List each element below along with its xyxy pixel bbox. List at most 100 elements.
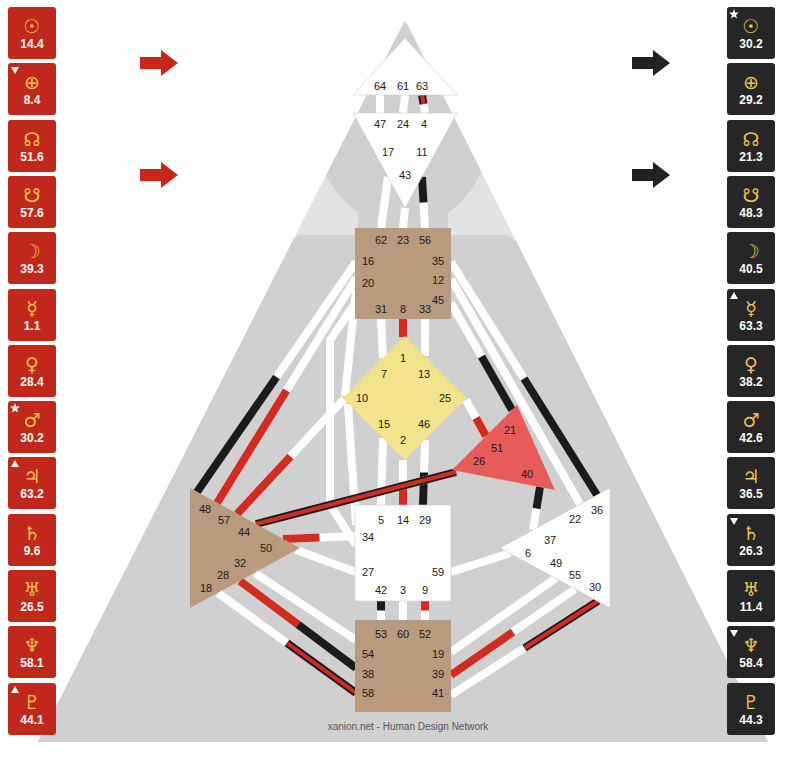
channel-connector (403, 95, 405, 113)
planet-glyph: ☋ (743, 184, 760, 206)
gate-number: 38 (362, 668, 374, 680)
planet-value: 36.5 (739, 487, 762, 502)
center-box: 646163 (353, 38, 457, 95)
gate-number: 23 (397, 234, 409, 246)
channel-connector (218, 593, 356, 693)
gate-number: 6 (525, 547, 531, 559)
channel-line (237, 399, 344, 514)
planet-box: ☽40.5 (727, 232, 775, 284)
planet-box: ♇44.3 (727, 683, 775, 735)
channel-activation (399, 319, 407, 337)
planet-value: 51.6 (20, 150, 43, 165)
planet-box: ♄26.3 (727, 514, 775, 566)
planet-box: ♆58.1 (8, 626, 56, 678)
channel-activation (466, 400, 486, 436)
planet-glyph: ☿ (26, 297, 38, 319)
activation-marker (10, 403, 20, 413)
gate-number: 52 (419, 628, 431, 640)
activation-marker (10, 65, 20, 75)
center-shape (452, 405, 555, 490)
gate-number: 32 (234, 557, 246, 569)
marker-shape (10, 403, 20, 413)
planet-value: 38.2 (739, 375, 762, 390)
design-arrow (140, 50, 178, 188)
planet-box: ⊕8.4 (8, 63, 56, 115)
channel-connector (422, 95, 425, 113)
gate-number: 54 (362, 648, 374, 660)
channel-activation (218, 593, 356, 693)
channel-connector (425, 601, 426, 620)
gate-number: 20 (362, 277, 374, 289)
gate-number: 39 (432, 668, 444, 680)
center-box: 1713102515462 (343, 336, 467, 460)
gate-number: 53 (375, 628, 387, 640)
planet-value: 44.1 (20, 713, 43, 728)
channel-connector (403, 319, 404, 337)
center-box: 622356163520124531833 (355, 228, 451, 319)
channel-connector (403, 601, 404, 620)
planet-glyph: ☽ (742, 240, 759, 262)
gate-number: 5 (378, 514, 384, 526)
gate-number: 11 (416, 146, 427, 158)
channel-activation (422, 95, 425, 113)
gate-number: 43 (399, 169, 411, 181)
channel-connector (380, 95, 381, 113)
gate-number: 36 (591, 504, 603, 516)
marker-shape (11, 686, 19, 693)
channel-activation (451, 601, 598, 695)
planet-box: ♀28.4 (8, 345, 56, 397)
channel-activation (422, 95, 425, 113)
activation-marker (10, 685, 20, 695)
gate-number: 41 (432, 687, 444, 699)
gate-number: 1 (400, 352, 406, 364)
center-shape (343, 336, 467, 460)
channel-activation (451, 601, 598, 695)
activation-marker (729, 516, 739, 526)
activation-marker (10, 459, 20, 469)
planet-glyph: ♂ (23, 409, 40, 431)
planet-glyph: ☊ (24, 128, 41, 150)
gate-number: 30 (589, 581, 601, 593)
channel-line (451, 553, 510, 572)
gate-number: 51 (491, 442, 503, 454)
gate-number: 12 (432, 274, 444, 286)
planet-glyph: ☊ (743, 128, 760, 150)
planet-value: 48.3 (739, 206, 762, 221)
gate-number: 47 (374, 118, 386, 130)
channel-line (218, 593, 356, 693)
gate-number: 27 (362, 566, 374, 578)
gate-number: 35 (432, 255, 444, 267)
gate-number: 31 (375, 303, 387, 315)
planet-box: ☽39.3 (8, 232, 56, 284)
planet-glyph: ⊕ (24, 71, 40, 93)
gate-number: 13 (418, 368, 430, 380)
gate-number: 3 (400, 584, 406, 596)
center-shape (355, 228, 451, 319)
gate-number: 8 (400, 303, 406, 315)
channel-line (403, 95, 405, 113)
channel-line (381, 319, 383, 358)
gate-number: 42 (375, 584, 387, 596)
channel-activation (423, 440, 425, 505)
planet-glyph: ☉ (23, 15, 40, 37)
planet-box: ♆58.4 (727, 626, 775, 678)
planet-value: 63.2 (20, 487, 43, 502)
planet-value: 28.4 (20, 375, 43, 390)
planet-glyph: ♃ (23, 465, 40, 487)
planet-box: ☉14.4 (8, 7, 56, 59)
center-shape (190, 488, 300, 608)
gate-number: 2 (400, 434, 406, 446)
channel-activation (217, 278, 356, 503)
planet-value: 30.2 (739, 37, 762, 52)
planet-box: ♂30.2 (8, 401, 56, 453)
planet-glyph: ♇ (23, 691, 40, 713)
gate-number: 22 (569, 513, 581, 525)
channel-connector (425, 319, 426, 356)
gate-number: 9 (422, 584, 428, 596)
planet-box: ♀38.2 (727, 345, 775, 397)
gate-number: 21 (504, 424, 516, 436)
planet-glyph: ☽ (23, 240, 40, 262)
channel-connector (423, 440, 425, 505)
planet-glyph: ♇ (742, 691, 759, 713)
gate-number: 60 (397, 628, 409, 640)
